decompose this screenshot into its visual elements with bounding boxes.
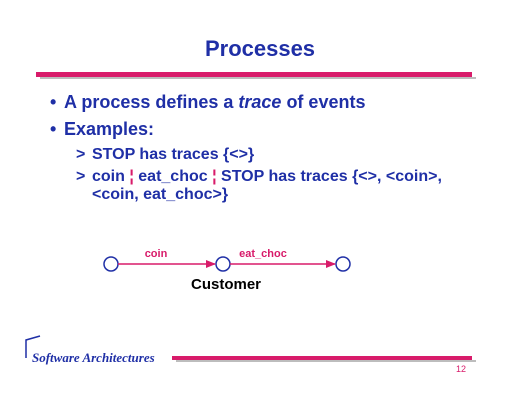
example-part: eat_choc <box>133 168 213 185</box>
example-continuation: <coin, eat_choc>} <box>92 186 229 203</box>
slide-content: • A process defines a trace of events • Ex… <box>50 92 490 208</box>
title-divider <box>36 72 472 77</box>
example-part: coin <box>92 168 130 185</box>
bullet-text-post: of events <box>281 92 366 112</box>
sub-bullet-marker: > <box>76 168 86 185</box>
transition-label: coin <box>145 248 168 260</box>
process-name: Customer <box>191 276 261 293</box>
example-item: > coin ¦ eat_choc ¦ STOP has traces {<>, … <box>76 168 490 204</box>
bullet-item: • Examples: <box>50 119 490 140</box>
page-number: 12 <box>455 364 466 374</box>
sub-bullet-marker: > <box>76 146 86 163</box>
slide-title: Processes <box>204 36 316 61</box>
state-node <box>103 256 119 272</box>
example-part: STOP has traces {<>, <coin>, <box>216 168 442 185</box>
example-item: > STOP has traces {<>} <box>76 146 490 164</box>
state-node <box>215 256 231 272</box>
lts-diagram: coin eat_choc Customer <box>103 248 351 293</box>
footer-title: Software Architectures <box>32 350 155 365</box>
bullet-dot: • <box>50 119 57 139</box>
footer-divider <box>172 356 472 360</box>
logo-bracket-icon <box>25 335 41 358</box>
bullet-emphasis: trace <box>238 92 282 112</box>
bullet-text-pre: A process defines a <box>64 92 239 112</box>
title-divider-shadow <box>40 77 476 79</box>
bullet-item: • A process defines a trace of events <box>50 92 490 113</box>
example-text: STOP has traces {<>} <box>92 146 255 163</box>
prefix-separator: ¦ <box>212 168 217 185</box>
bullet-text: Examples: <box>64 119 155 139</box>
state-node <box>335 256 351 272</box>
footer-divider-shadow <box>176 360 476 362</box>
bullet-dot: • <box>50 92 57 112</box>
transition-label: eat_choc <box>239 248 287 260</box>
prefix-separator: ¦ <box>129 168 134 185</box>
